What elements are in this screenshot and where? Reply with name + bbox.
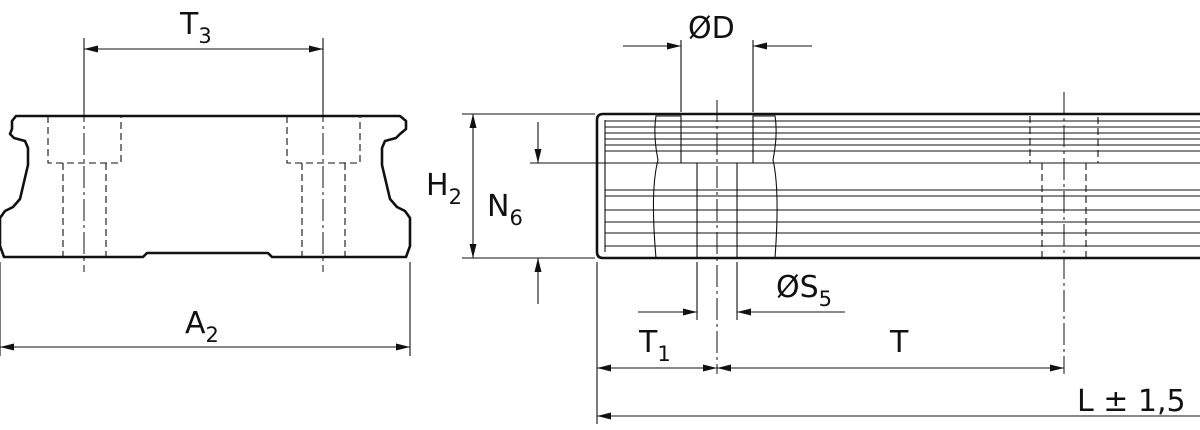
t1-subscript: 1 [657, 342, 670, 366]
svg-text:ØS5: ØS5 [776, 270, 832, 311]
rail-end-view: T3 A2 [0, 7, 412, 356]
dimension-t1-t: T1 T [596, 262, 1064, 424]
dimension-l: L ± 1,5 [597, 384, 1200, 420]
rail-profile-lines [604, 120, 1200, 252]
n6-subscript: 6 [509, 206, 522, 230]
l-label: L ± 1,5 [1077, 384, 1186, 419]
h2-label: H [426, 168, 449, 203]
hidden-bolt-hole-left [47, 116, 122, 257]
svg-text:H2: H2 [426, 168, 462, 209]
dimension-t3: T3 [83, 7, 324, 112]
t3-label: T [179, 7, 199, 42]
svg-text:T3: T3 [179, 7, 212, 48]
t-label: T [889, 325, 909, 360]
a2-subscript: 2 [206, 323, 219, 347]
a2-label: A [185, 306, 206, 341]
hidden-bolt-hole-right [286, 116, 361, 257]
svg-text:N6: N6 [487, 189, 523, 230]
dimension-h2: H2 [426, 113, 595, 259]
sectioned-bolt-hole [652, 115, 778, 259]
h2-subscript: 2 [449, 185, 462, 209]
dimension-n6: N6 [487, 122, 681, 304]
svg-text:A2: A2 [185, 306, 219, 347]
s5-subscript: 5 [819, 287, 832, 311]
t3-subscript: 3 [198, 24, 211, 48]
t1-label: T [638, 325, 658, 360]
d-label: ØD [688, 11, 735, 46]
dimension-diameter-s5: ØS5 [638, 262, 845, 320]
s5-label: ØS [776, 270, 819, 305]
dimension-a2: A2 [0, 262, 411, 356]
rail-side-view: ØD ØS5 H2 N6 T1 [426, 11, 1200, 424]
n6-label: N [487, 189, 509, 224]
dimension-diameter-d: ØD [623, 11, 812, 112]
rail-profile-outline [0, 114, 412, 259]
svg-text:T1: T1 [638, 325, 671, 366]
rail-side-outline [595, 112, 1200, 260]
